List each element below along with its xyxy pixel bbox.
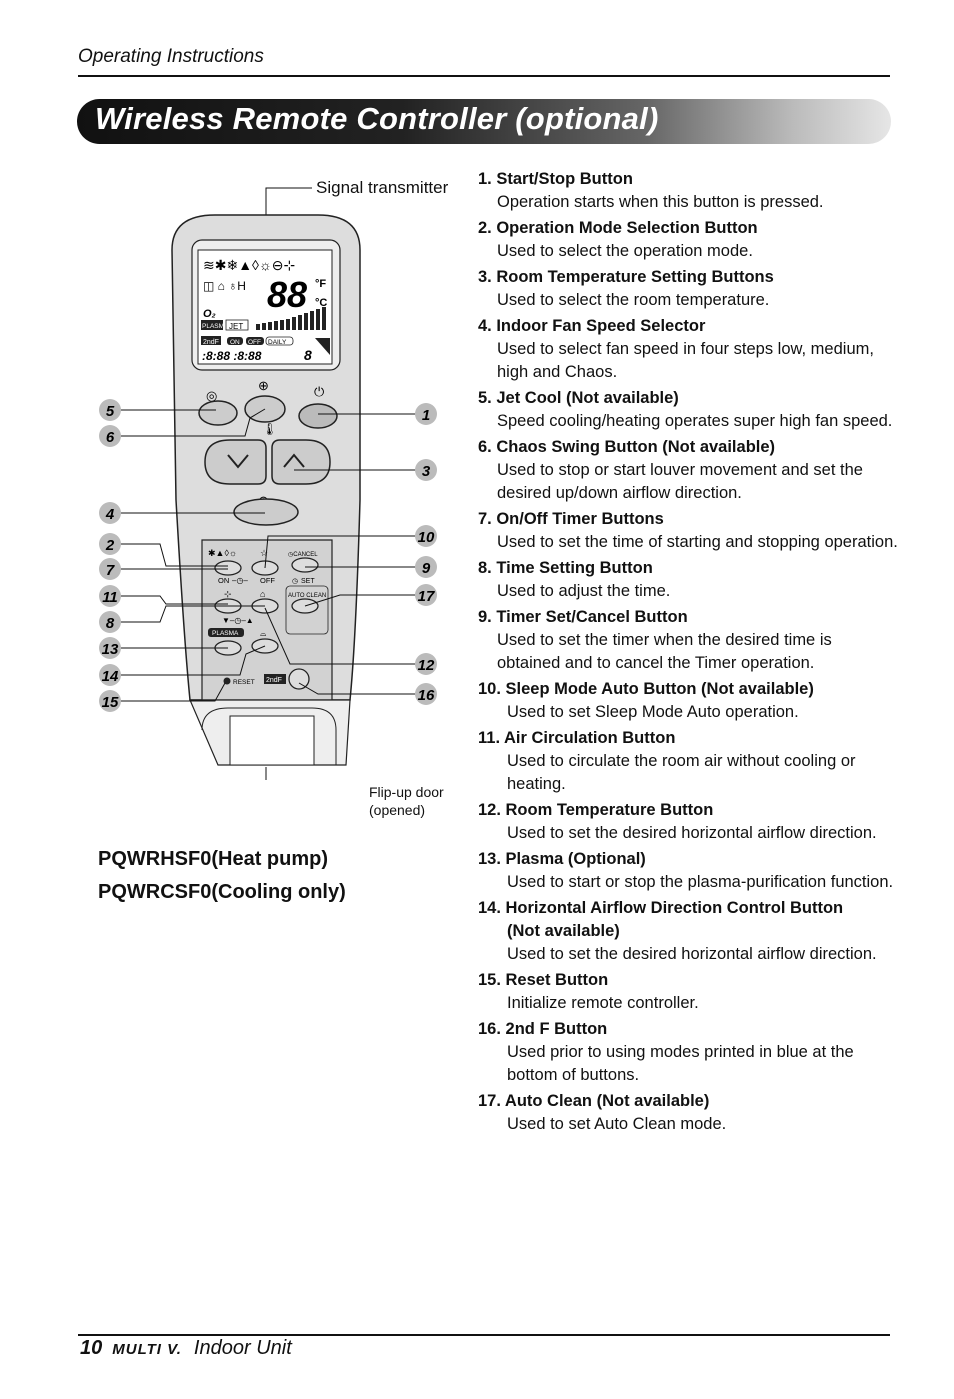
temp-down-button — [204, 439, 267, 485]
list-item: 6. Chaos Swing Button (Not available)Use… — [478, 438, 863, 502]
section-header: Operating Instructions — [78, 46, 264, 67]
flip-up-door-label: Flip-up door(opened) — [369, 784, 444, 818]
svg-text:⌂: ⌂ — [260, 589, 265, 599]
list-item: 17. Auto Clean (Not available)Used to se… — [478, 1092, 727, 1133]
svg-text:⊹: ⊹ — [224, 589, 232, 599]
svg-text:▼–◷–▲: ▼–◷–▲ — [222, 616, 254, 625]
list-item: 13. Plasma (Optional)Used to start or st… — [478, 850, 894, 891]
svg-text:1: 1 — [422, 407, 430, 424]
footer-unit: Indoor Unit — [193, 1337, 292, 1359]
svg-text:2: 2 — [105, 537, 115, 554]
svg-text:13: 13 — [102, 641, 119, 658]
svg-text:16: 16 — [418, 687, 435, 704]
svg-text:12: 12 — [418, 657, 435, 674]
svg-text:7: 7 — [106, 562, 115, 579]
btn-auto-clean-label: AUTO CLEAN — [288, 593, 326, 599]
svg-text:5: 5 — [106, 403, 115, 420]
model-cooling-only: PQWRCSF0(Cooling only) — [98, 881, 346, 903]
model-heat-pump: PQWRHSF0(Heat pump) — [98, 848, 328, 870]
svg-text:9: 9 — [422, 560, 431, 577]
btn-on-label: ON — [218, 576, 229, 585]
btn-2ndf-label: 2ndF — [266, 677, 282, 684]
list-item: 5. Jet Cool (Not available)Speed cooling… — [478, 389, 893, 430]
lcd-unit-f: °F — [315, 278, 326, 290]
svg-text:⏻: ⏻ — [314, 384, 324, 399]
footer-rule — [78, 1334, 890, 1336]
mode-button — [214, 560, 242, 576]
callouts-right: 1 3 10 9 17 12 16 — [415, 403, 437, 705]
header-rule — [78, 75, 890, 77]
svg-text:3: 3 — [422, 463, 431, 480]
svg-text:10: 10 — [418, 529, 435, 546]
lcd-jet: JET — [229, 322, 243, 331]
svg-text:8: 8 — [106, 615, 115, 632]
reset-button — [223, 677, 231, 685]
svg-text:–◷–: –◷– — [232, 576, 248, 585]
svg-text:17: 17 — [418, 588, 435, 605]
svg-text:◎: ◎ — [206, 388, 217, 403]
svg-text:◷CANCEL: ◷CANCEL — [288, 552, 318, 558]
btn-plasma-label: PLASMA — [212, 630, 239, 637]
svg-text:⊕: ⊕ — [258, 378, 269, 393]
lcd-plasma: PLASMA — [202, 323, 229, 330]
second-f-button — [288, 668, 310, 690]
list-item: 10. Sleep Mode Auto Button (Not availabl… — [478, 680, 814, 721]
btn-set-label: SET — [301, 578, 315, 585]
svg-text:🌡: 🌡 — [262, 422, 277, 436]
lcd-daily: DAILY — [268, 339, 287, 346]
svg-text:6: 6 — [106, 429, 115, 446]
page-number: 10 — [80, 1337, 103, 1359]
page-footer: 10 MULTI V. Indoor Unit — [80, 1337, 292, 1360]
btn-off-label: OFF — [260, 576, 275, 585]
lcd-fan-bars — [256, 307, 326, 330]
lcd-off: OFF — [248, 339, 261, 346]
svg-text:2ndF: 2ndF — [203, 339, 219, 346]
title-bar: Wireless Remote Controller (optional) — [77, 99, 891, 144]
remote-controller-figure: ≋✱❄▲◊☼⊖⊹ ◫ ⌂ ♁H 88 °F °C O₂ PLASMA JET 2… — [99, 187, 437, 780]
callouts-left: 5 6 4 2 7 11 8 13 14 15 — [99, 399, 121, 712]
lcd-temperature: 88 — [267, 274, 307, 315]
lcd-fan-icons: ◫ ⌂ ♁H — [203, 279, 246, 293]
lcd-o2: O₂ — [203, 308, 216, 320]
lcd-mode-icons: ≋✱❄▲◊☼⊖⊹ — [203, 257, 295, 273]
signal-transmitter-label: Signal transmitter — [316, 178, 449, 197]
btn-reset-label: RESET — [233, 679, 255, 686]
svg-text:14: 14 — [102, 668, 119, 685]
brand-logo: MULTI V. — [112, 1341, 182, 1358]
svg-text:15: 15 — [102, 694, 119, 711]
svg-text:4: 4 — [105, 506, 115, 523]
svg-text:◷: ◷ — [292, 578, 298, 585]
svg-text:☆: ☆ — [260, 548, 268, 558]
jet-cool-button — [198, 400, 238, 426]
timer-cancel-button — [291, 557, 319, 573]
svg-text:⌓: ⌓ — [260, 629, 267, 638]
lcd-on: ON — [230, 339, 240, 346]
lcd-timers: :8:88 :8:88 — [202, 349, 262, 363]
list-item: 14. Horizontal Airflow Direction Control… — [478, 899, 877, 963]
fan-speed-button — [233, 498, 299, 526]
page-title: Wireless Remote Controller (optional) — [95, 101, 659, 136]
svg-text:8: 8 — [304, 347, 312, 363]
svg-text:11: 11 — [102, 589, 118, 606]
svg-text:✱▲◊☼: ✱▲◊☼ — [208, 548, 237, 558]
lcd-unit-c: °C — [315, 297, 327, 309]
start-stop-button — [298, 403, 338, 429]
